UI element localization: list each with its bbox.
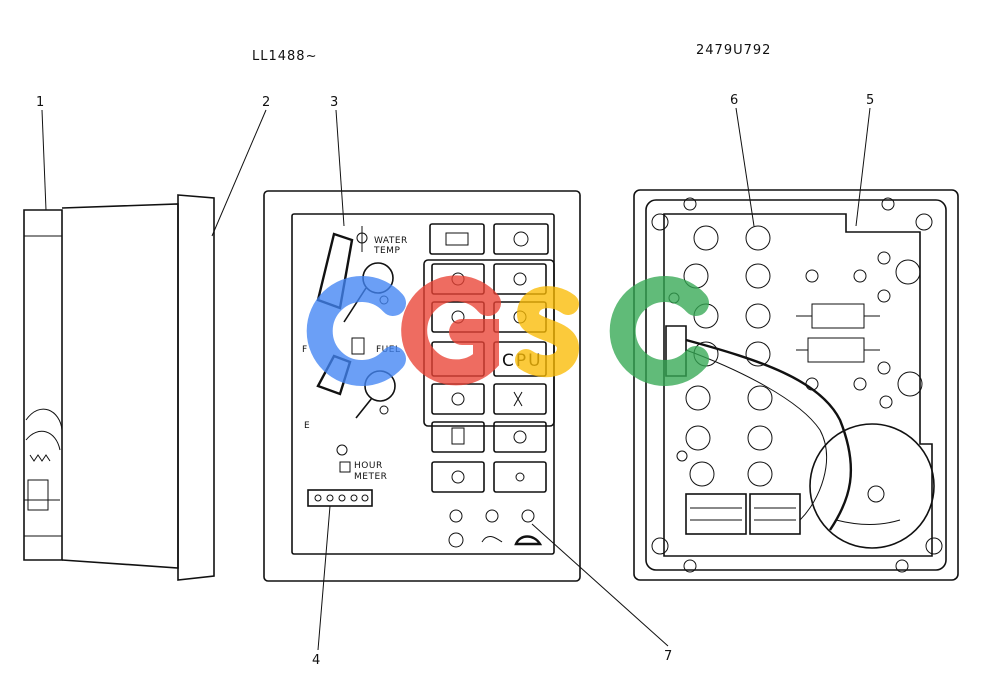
water-temp-label-line1: WATER (374, 236, 408, 246)
hour-meter-label-line2: METER (354, 472, 387, 482)
turtle-icon (514, 535, 543, 546)
preheat-lamp-icon (493, 383, 547, 415)
fuel-full-label: F (302, 345, 308, 355)
right-part-code: 2479U792 (696, 43, 771, 58)
hydraulic-oil-temp-lamp-icon (493, 421, 547, 453)
callout-3: 3 (330, 95, 339, 110)
watermark-letter-c (306, 276, 406, 386)
connector-right (749, 493, 801, 535)
hourglass-icon (339, 461, 351, 473)
callout-5: 5 (866, 93, 875, 108)
watermark-letter-s (515, 286, 580, 378)
water-separator-lamp-icon (493, 461, 547, 493)
callout-4: 4 (312, 653, 321, 668)
gauge-housing (809, 423, 935, 549)
auto-idle-icon (448, 532, 464, 548)
hour-meter-display (307, 489, 373, 507)
callout-2: 2 (262, 95, 271, 110)
water-temp-label-line2: TEMP (373, 246, 400, 256)
auto-idle-led (449, 509, 463, 523)
fuel-empty-label: E (304, 421, 310, 431)
front-panel: WATER TEMP FUEL F E HOUR METER (263, 190, 581, 582)
rear-view (633, 189, 959, 581)
watermark-logo (306, 275, 709, 386)
air-filter-lamp-icon (493, 223, 549, 255)
low-speed-led (521, 509, 535, 523)
callouts: 1 2 3 4 5 6 7 (36, 93, 875, 668)
left-part-code: LL1488~ (252, 49, 317, 64)
rabbit-icon (481, 536, 503, 543)
callout-7: 7 (664, 649, 673, 664)
watermark-letter-c (609, 276, 709, 386)
fuel-pump-icon (351, 337, 365, 355)
connector-left (685, 493, 747, 535)
bulb-sockets (683, 225, 773, 487)
high-speed-led (485, 509, 499, 523)
charge-lamp-icon (431, 383, 485, 415)
side-view (23, 194, 215, 581)
fuel-level-lamp-icon (431, 421, 485, 453)
callout-1: 1 (36, 95, 45, 110)
coolant-level-lamp-icon (493, 263, 547, 295)
hour-meter-label-line1: HOUR (354, 461, 383, 471)
battery-lamp-icon (429, 223, 485, 255)
callout-6: 6 (730, 93, 739, 108)
oil-level-lamp-icon (431, 461, 485, 493)
watermark-letter-g (401, 275, 501, 386)
